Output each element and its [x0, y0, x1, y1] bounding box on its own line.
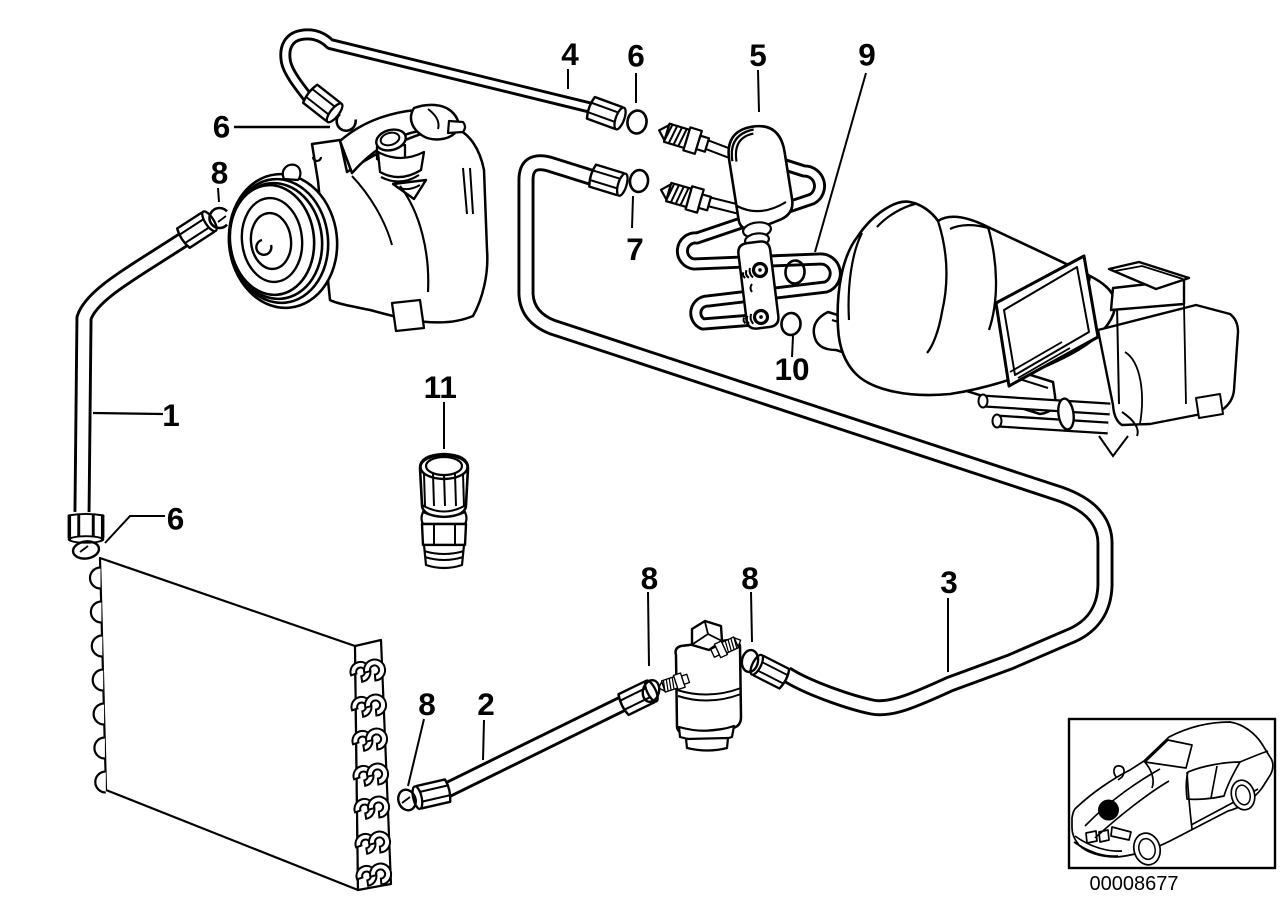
svg-text:6: 6: [167, 501, 185, 537]
svg-text:1: 1: [162, 397, 180, 433]
svg-text:11: 11: [424, 369, 457, 405]
svg-text:9: 9: [858, 37, 876, 73]
svg-text:00008677: 00008677: [1090, 873, 1179, 895]
svg-text:7: 7: [626, 231, 644, 267]
svg-text:8: 8: [641, 560, 659, 596]
svg-text:3: 3: [940, 564, 958, 600]
svg-text:5: 5: [749, 37, 767, 73]
svg-text:8: 8: [741, 560, 759, 596]
svg-text:8: 8: [418, 686, 436, 722]
svg-text:6: 6: [213, 109, 231, 145]
svg-text:2: 2: [477, 686, 495, 722]
svg-text:6: 6: [627, 38, 645, 74]
svg-text:8: 8: [211, 155, 229, 191]
svg-text:4: 4: [561, 36, 579, 72]
